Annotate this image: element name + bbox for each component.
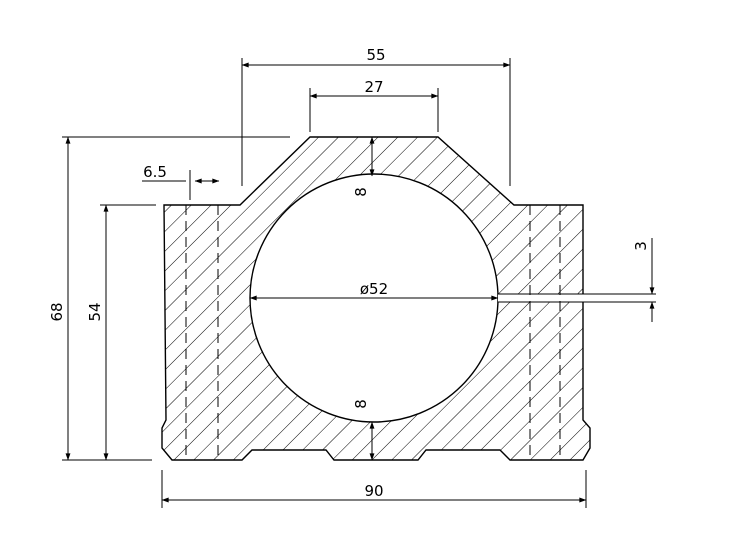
dimension-lines [65, 62, 655, 503]
dim-label-8-bottom: 8 [352, 399, 370, 409]
dim-label-27: 27 [364, 78, 383, 96]
hidden-hole-lines [185, 205, 561, 460]
dim-label-54: 54 [86, 302, 104, 321]
dim-label-55: 55 [366, 46, 385, 64]
dim-label-90: 90 [364, 482, 383, 500]
dim-label-68: 68 [48, 302, 66, 321]
dim-label-8-top: 8 [352, 187, 370, 197]
extension-lines [62, 58, 587, 508]
dim-label-52: ø52 [360, 280, 388, 298]
dim-label-6-5: 6.5 [143, 163, 167, 181]
split-slot [498, 294, 584, 302]
block-body [161, 136, 591, 461]
dim-label-3: 3 [632, 241, 650, 251]
